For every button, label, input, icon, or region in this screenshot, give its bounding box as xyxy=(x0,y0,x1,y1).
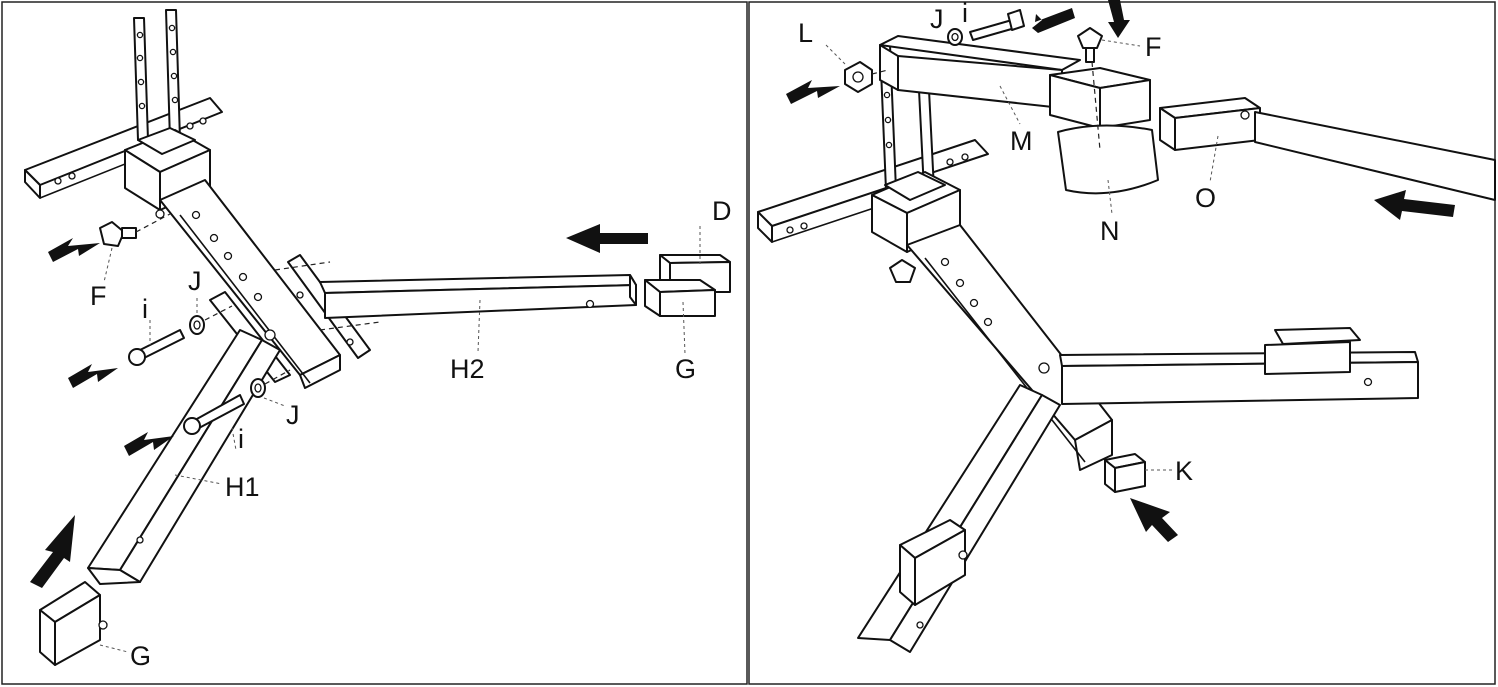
main-tube xyxy=(159,179,341,389)
label-m: M xyxy=(1010,126,1033,156)
label-j-right: J xyxy=(930,4,944,34)
end-cap-g-bottom xyxy=(39,581,108,666)
right-main-tube xyxy=(906,224,1113,471)
arrow-l xyxy=(786,80,840,104)
arrow-f xyxy=(48,238,100,262)
arrow-left-h2 xyxy=(566,224,648,253)
label-k: K xyxy=(1175,456,1193,486)
label-h1: H1 xyxy=(225,472,260,502)
knob-f-right xyxy=(1077,27,1141,151)
label-j-top: J xyxy=(188,266,202,296)
label-o: O xyxy=(1195,183,1216,213)
right-lower-arm xyxy=(857,384,1061,653)
label-n: N xyxy=(1100,216,1120,246)
arrow-o xyxy=(1374,190,1455,220)
label-f-right: F xyxy=(1145,32,1162,62)
left-panel: D F J i J i H1 H2 G G xyxy=(24,9,732,671)
knob-f-left xyxy=(99,209,171,247)
washer-j-bottom xyxy=(250,378,266,398)
label-i-bottom: i xyxy=(238,424,244,454)
right-side-arm xyxy=(1059,327,1419,405)
bolt-i-top xyxy=(128,305,233,366)
arrow-up-h1 xyxy=(30,515,75,588)
arrow-k xyxy=(1130,498,1178,542)
arrow-bolt-top xyxy=(68,364,118,388)
label-l: L xyxy=(798,18,813,48)
tube-h1 xyxy=(87,329,281,585)
bolt-i-bottom xyxy=(183,369,291,435)
right-panel-frame xyxy=(748,1,1496,685)
arrow-f-down xyxy=(1108,0,1130,38)
label-j-bottom: J xyxy=(286,400,300,430)
nut-l xyxy=(825,44,889,93)
washer-j-top xyxy=(189,315,205,335)
label-g-right: G xyxy=(675,354,696,384)
label-i-top: i xyxy=(142,294,148,324)
label-g-bottom: G xyxy=(130,641,151,671)
pad-n xyxy=(1057,124,1159,215)
tube-o xyxy=(1159,97,1496,201)
end-cap-g-right xyxy=(644,279,716,317)
right-bolt-i xyxy=(969,9,1025,41)
seat-block xyxy=(1049,67,1151,129)
label-f-left: F xyxy=(90,281,107,311)
arrow-bolt-bottom xyxy=(124,432,174,456)
right-sleeve-block xyxy=(871,171,961,253)
left-panel-frame xyxy=(1,1,748,685)
arrow-bolt-i xyxy=(1032,8,1075,33)
right-knob xyxy=(889,259,916,283)
label-i-right: i xyxy=(962,0,968,28)
right-panel: L J i F M N O K xyxy=(757,0,1496,653)
tube-h2 xyxy=(274,261,637,331)
label-h2: H2 xyxy=(450,354,485,384)
cap-k xyxy=(1104,453,1172,493)
right-washer-j xyxy=(947,28,963,46)
label-d: D xyxy=(712,196,732,226)
